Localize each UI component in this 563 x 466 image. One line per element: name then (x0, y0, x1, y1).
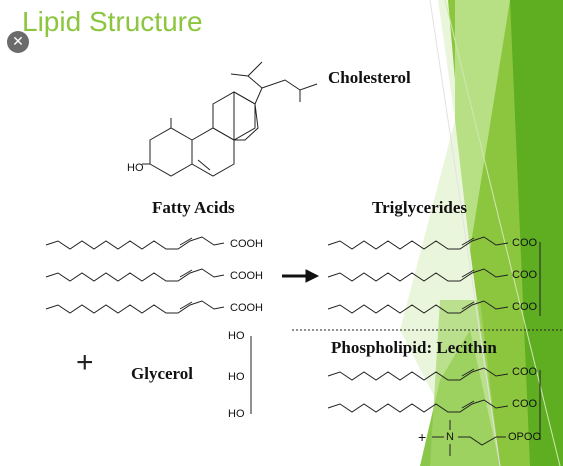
fatty-acid-cooh-2: COOH (230, 270, 263, 282)
fatty-acids-label: Fatty Acids (152, 198, 235, 217)
fatty-acid-cooh-3: COOH (230, 302, 263, 314)
glycerol-label: Glycerol (131, 364, 193, 383)
close-button[interactable]: ✕ (7, 31, 29, 53)
fatty-acid-chains (45, 236, 225, 314)
triglyceride-coo-1: COO (512, 237, 538, 249)
phosphate-opoo: OPOO (508, 431, 542, 443)
plus-sign: + (76, 346, 94, 379)
phospholipid-chains (327, 367, 541, 456)
close-icon: ✕ (12, 34, 24, 50)
fatty-acid-cooh-1: COOH (230, 238, 263, 250)
triglyceride-chains (327, 236, 541, 316)
glycerol-ho-2: HO (228, 371, 245, 383)
triglyceride-coo-2: COO (512, 269, 538, 281)
cholesterol-ho: HO (127, 162, 144, 174)
phospholipid-coo-1: COO (512, 366, 538, 378)
choline-nitrogen: N (446, 431, 454, 443)
triglyceride-coo-3: COO (512, 301, 538, 313)
cholesterol-structure (142, 61, 318, 177)
right-arrow-icon (282, 269, 320, 283)
glycerol-ho-1: HO (228, 330, 245, 342)
triglycerides-label: Triglycerides (372, 198, 468, 217)
glycerol-ho-3: HO (228, 408, 245, 420)
cholesterol-label: Cholesterol (328, 68, 411, 87)
phospholipid-coo-2: COO (512, 398, 538, 410)
choline-plus-charge: + (418, 429, 427, 445)
phospholipid-label: Phospholipid: Lecithin (331, 338, 497, 357)
page-title: Lipid Structure (22, 6, 203, 37)
